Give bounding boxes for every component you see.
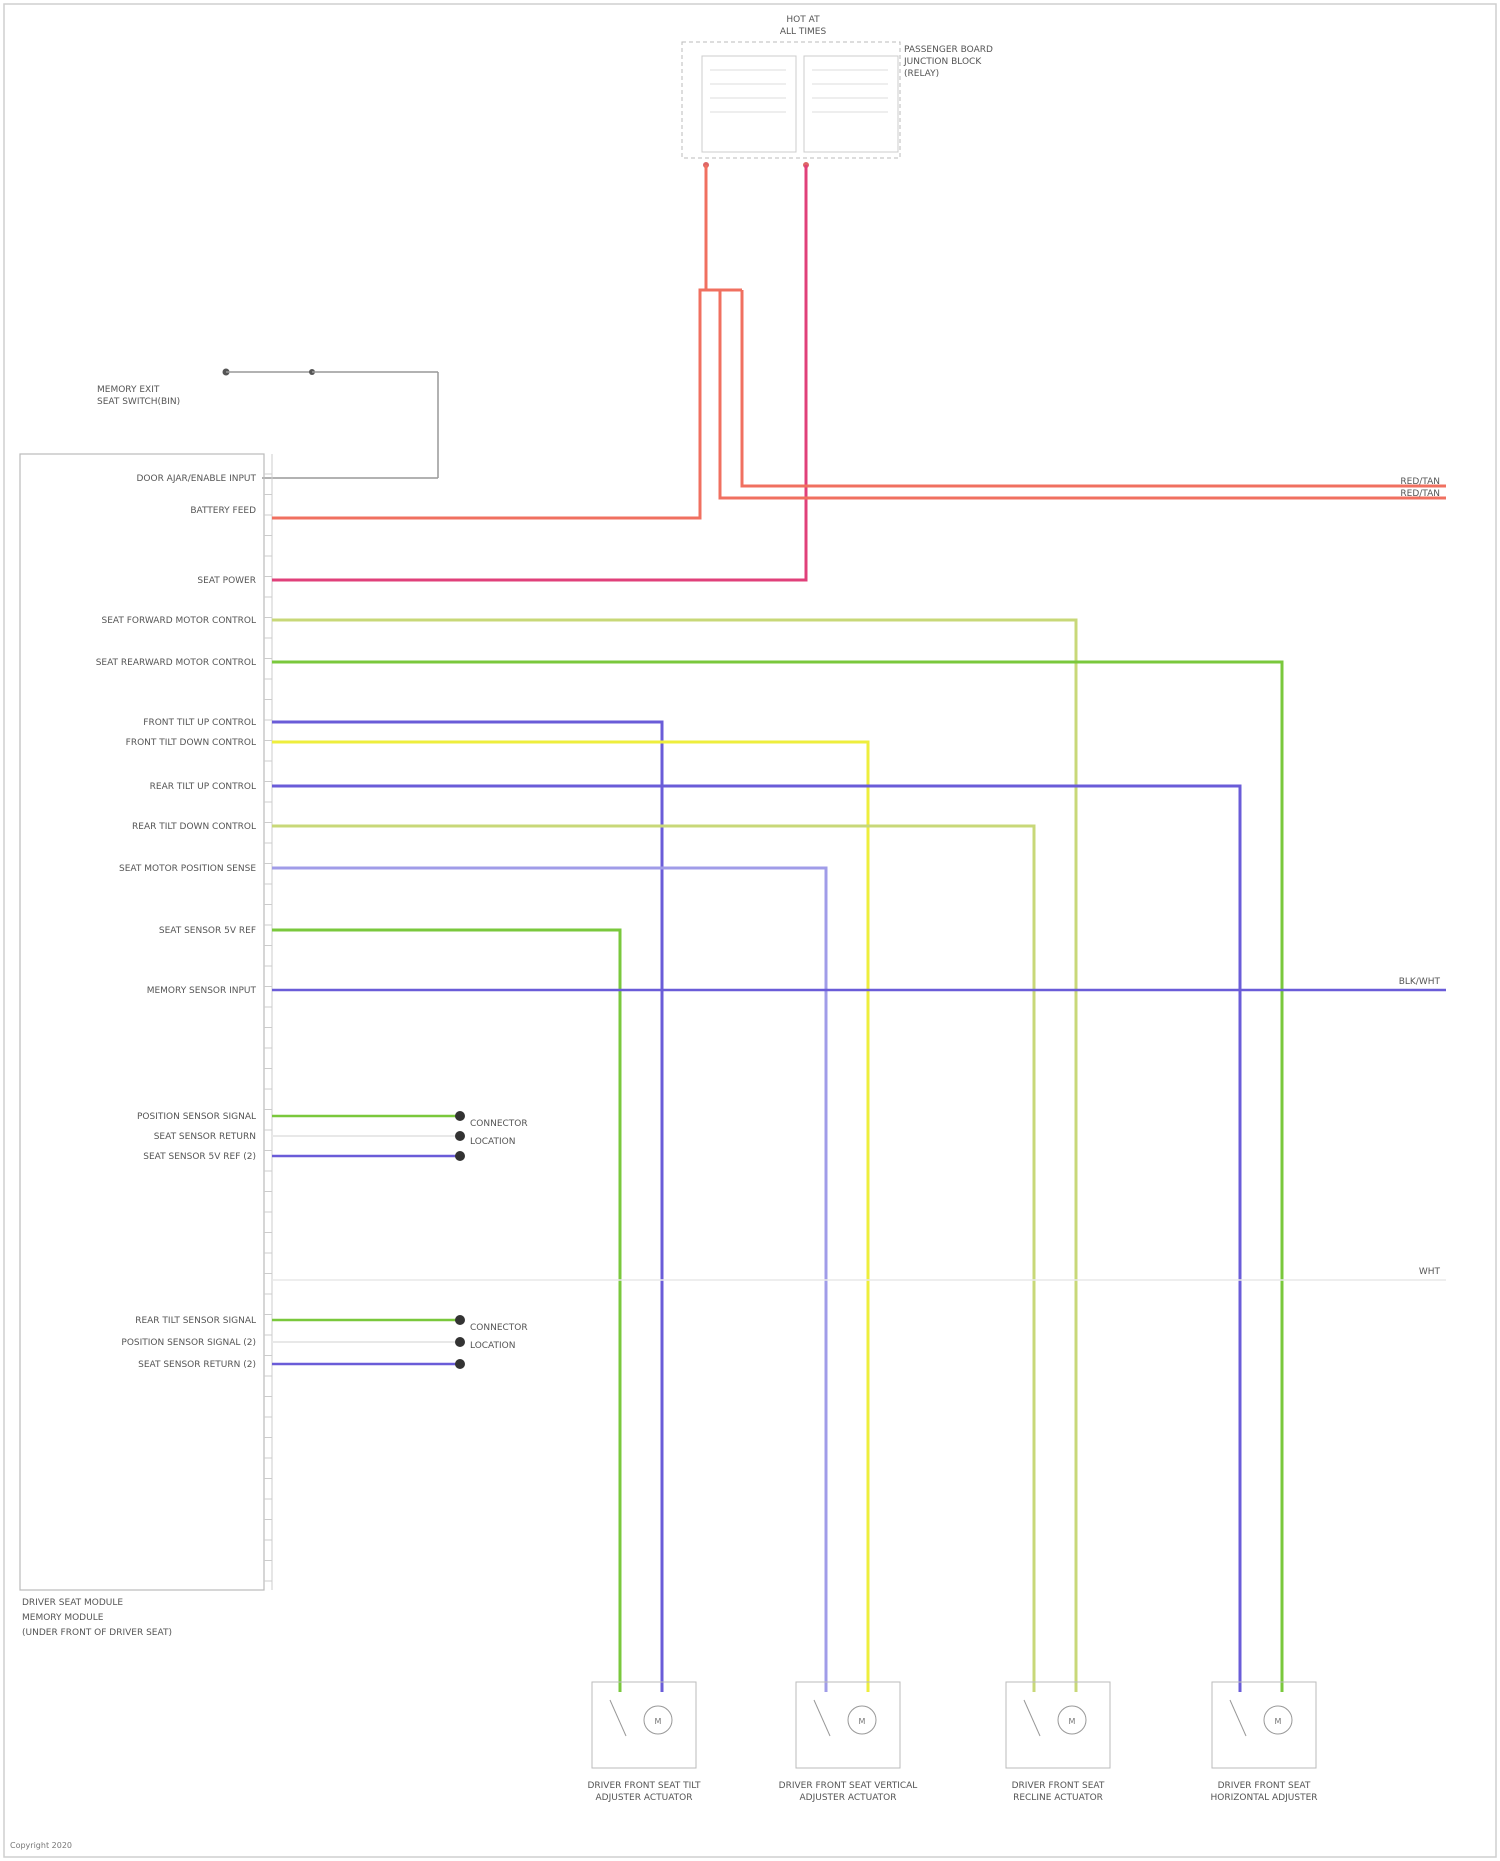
connector-dots: [455, 1111, 465, 1369]
connector-label-2a: CONNECTOR: [470, 1323, 528, 1333]
pin-label: BATTERY FEED: [190, 506, 256, 516]
pin-label: SEAT FORWARD MOTOR CONTROL: [102, 616, 256, 626]
fuse-title-1: HOT AT: [786, 15, 820, 25]
svg-text:M: M: [859, 1717, 866, 1726]
ignition-switch: MEMORY EXIT SEAT SWITCH(BIN): [97, 369, 438, 479]
motor-caption: DRIVER FRONT SEAT TILT: [587, 1781, 701, 1791]
svg-text:M: M: [1069, 1717, 1076, 1726]
pin-label: SEAT MOTOR POSITION SENSE: [119, 864, 256, 874]
right-label-4: WHT: [1419, 1267, 1441, 1277]
motor-caption: RECLINE ACTUATOR: [1013, 1793, 1103, 1803]
wire-tilt-c: [272, 930, 620, 1692]
wire-vertical-a: [272, 742, 868, 1692]
pin-label: REAR TILT UP CONTROL: [150, 782, 256, 792]
wire-horizontal-b: [272, 786, 1240, 1692]
module-caption-1: DRIVER SEAT MODULE: [22, 1598, 123, 1608]
copyright: Copyright 2020: [10, 1841, 72, 1850]
pin-label: REAR TILT SENSOR SIGNAL: [135, 1316, 256, 1326]
pin-label: SEAT SENSOR RETURN (2): [138, 1360, 256, 1370]
pin-label: SEAT REARWARD MOTOR CONTROL: [96, 658, 256, 668]
wires: [272, 165, 1446, 1692]
motor-caption: DRIVER FRONT SEAT: [1218, 1781, 1311, 1791]
connector-label-1b: LOCATION: [470, 1137, 516, 1147]
connector-label-2b: LOCATION: [470, 1341, 516, 1351]
pin-label: REAR TILT DOWN CONTROL: [132, 822, 256, 832]
motor-caption: HORIZONTAL ADJUSTER: [1210, 1793, 1317, 1803]
wire-horizontal-a: [272, 662, 1282, 1692]
motor-caption: DRIVER FRONT SEAT: [1012, 1781, 1105, 1791]
fuse-box: HOT AT ALL TIMES PASSENGER BOARD JUNCTIO…: [682, 15, 993, 168]
motor-caption: DRIVER FRONT SEAT VERTICAL: [779, 1781, 918, 1791]
connector-label-1a: CONNECTOR: [470, 1119, 528, 1129]
pin-label: SEAT POWER: [197, 576, 256, 586]
right-label-1: RED/TAN: [1400, 477, 1440, 487]
svg-text:M: M: [655, 1717, 662, 1726]
motor-actuator: M DRIVER FRONT SEAT RECLINE ACTUATOR: [1006, 1682, 1110, 1803]
motor-group: M DRIVER FRONT SEAT TILT ADJUSTER ACTUATOR…: [587, 1682, 1317, 1803]
seat-module: DOOR AJAR/ENABLE INPUT BATTERY FEED SEAT P…: [20, 454, 272, 1638]
pin-label: SEAT SENSOR 5V REF (2): [143, 1152, 256, 1162]
wire-battery-red: [272, 165, 706, 518]
motor-actuator: M DRIVER FRONT SEAT HORIZONTAL ADJUSTER: [1210, 1682, 1317, 1803]
module-caption-2: MEMORY MODULE: [22, 1613, 104, 1623]
pin-label: SEAT SENSOR 5V REF: [159, 926, 256, 936]
fuse-title-2: ALL TIMES: [780, 27, 827, 37]
pin-label: POSITION SENSOR SIGNAL: [137, 1112, 256, 1122]
fuse-caption-2: JUNCTION BLOCK: [903, 57, 982, 67]
right-label-2: RED/TAN: [1400, 489, 1440, 499]
right-label-3: BLK/WHT: [1399, 977, 1441, 987]
fuse-caption-1: PASSENGER BOARD: [904, 45, 993, 55]
pin-label: SEAT SENSOR RETURN: [154, 1132, 256, 1142]
pin-label: FRONT TILT UP CONTROL: [143, 718, 256, 728]
wire-red-right-2: [742, 290, 1446, 486]
pin-label: POSITION SENSOR SIGNAL (2): [121, 1338, 256, 1348]
pin-label: DOOR AJAR/ENABLE INPUT: [136, 474, 256, 484]
ignition-label-1: MEMORY EXIT: [97, 385, 160, 395]
motor-actuator: M DRIVER FRONT SEAT TILT ADJUSTER ACTUATOR: [587, 1682, 701, 1803]
pin-label: FRONT TILT DOWN CONTROL: [126, 738, 256, 748]
fuse-caption-3: (RELAY): [904, 69, 939, 79]
module-caption-3: (UNDER FRONT OF DRIVER SEAT): [22, 1628, 172, 1638]
ignition-label-2: SEAT SWITCH(BIN): [97, 397, 180, 407]
motor-caption: ADJUSTER ACTUATOR: [595, 1793, 692, 1803]
wire-red-right-1: [720, 290, 1446, 498]
wire-recline-a: [272, 826, 1034, 1692]
motor-actuator: M DRIVER FRONT SEAT VERTICAL ADJUSTER ACTU…: [779, 1682, 918, 1803]
motor-caption: ADJUSTER ACTUATOR: [799, 1793, 896, 1803]
svg-text:M: M: [1275, 1717, 1282, 1726]
pin-label: MEMORY SENSOR INPUT: [147, 986, 257, 996]
